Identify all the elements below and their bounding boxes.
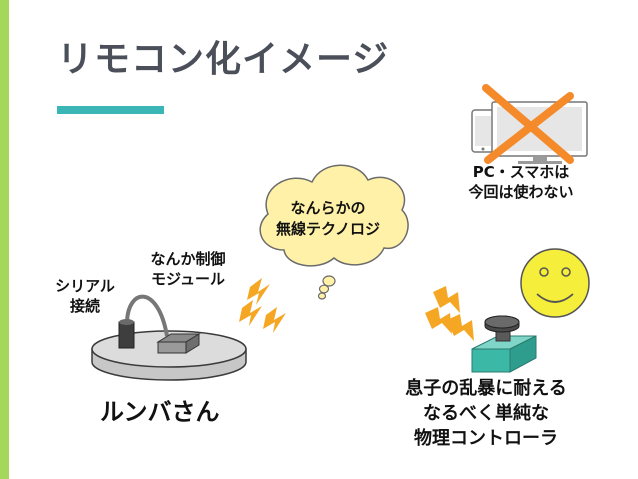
lightning-icon: [239, 300, 262, 326]
lightning-icon: [247, 278, 270, 305]
serial-connector-icon: [119, 319, 134, 348]
smiley-face-icon: [521, 249, 589, 317]
pc-smartphone-note: PC・スマホは 今回は使わない: [466, 162, 576, 202]
roomba-label: ルンバさん: [100, 396, 220, 428]
physical-controller-label: 息子の乱暴に耐える なるべく単純な 物理コントローラ: [386, 376, 586, 451]
wireless-tech-label: なんらかの 無線テクノロジ: [272, 198, 384, 240]
controller-button-icon: [472, 316, 536, 372]
serial-connection-label: シリアル 接続: [46, 276, 124, 316]
lightning-icon: [447, 314, 474, 341]
smartphone-icon: [472, 110, 494, 152]
lightning-icon: [263, 307, 286, 333]
control-module-label: なんか制御 モジュール: [140, 249, 236, 289]
